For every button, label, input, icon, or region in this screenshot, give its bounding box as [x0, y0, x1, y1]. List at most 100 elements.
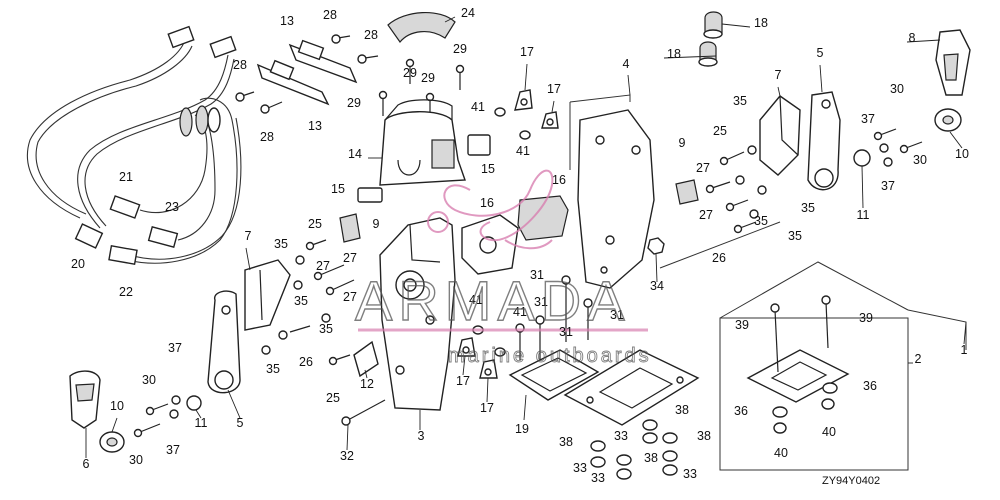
part-callout-36: 36 [734, 404, 748, 418]
part-callout-23: 23 [165, 200, 179, 214]
bushing-10-right [934, 108, 962, 132]
part-callout-21: 21 [119, 170, 133, 184]
part-callout-35: 35 [801, 201, 815, 215]
washer-11-right [853, 149, 871, 167]
part-callout-28: 28 [364, 28, 378, 42]
screws-30-right [873, 128, 923, 154]
wire-harness [26, 25, 242, 265]
part-callout-13: 13 [308, 119, 322, 133]
part-callout-39: 39 [859, 311, 873, 325]
part-callout-38: 38 [675, 403, 689, 417]
part-callout-38: 38 [697, 429, 711, 443]
part-callout-18: 18 [667, 47, 681, 61]
clip-15 [357, 134, 491, 203]
arm-5-left [207, 290, 241, 394]
part-callout-31: 31 [534, 295, 548, 309]
part-callout-18: 18 [754, 16, 768, 30]
part-9-right [675, 179, 699, 205]
part-callout-19: 19 [515, 422, 529, 436]
nuts-38-33 [590, 419, 678, 480]
part-callout-38: 38 [559, 435, 573, 449]
diagram-code: ZY94Y0402 [822, 475, 880, 487]
part-callout-16: 16 [480, 196, 494, 210]
panel-4 [569, 74, 655, 289]
part-callout-9: 9 [679, 136, 686, 150]
fasteners-left-cluster [261, 239, 355, 366]
arm-5-right [807, 91, 841, 191]
part-callout-27: 27 [696, 161, 710, 175]
part-callout-20: 20 [71, 257, 85, 271]
part-callout-8: 8 [909, 31, 916, 45]
part-callout-30: 30 [142, 373, 156, 387]
part-callout-41: 41 [469, 293, 483, 307]
cover-24 [387, 11, 456, 43]
part-callout-17: 17 [547, 82, 561, 96]
control-box-3 [379, 217, 456, 430]
bolt-32 [341, 399, 386, 426]
part-callout-12: 12 [360, 377, 374, 391]
part-callout-40: 40 [774, 446, 788, 460]
part-callout-15: 15 [481, 162, 495, 176]
screws-30-left [133, 403, 169, 438]
part-callout-1: 1 [961, 343, 968, 357]
part-callout-27: 27 [343, 290, 357, 304]
part-callout-32: 32 [340, 449, 354, 463]
part-callout-24: 24 [461, 6, 475, 20]
part-callout-28: 28 [323, 8, 337, 22]
part-callout-17: 17 [520, 45, 534, 59]
part-callout-2: 2 [915, 352, 922, 366]
part-callout-27: 27 [343, 251, 357, 265]
grip-6 [69, 370, 101, 429]
plate-12 [353, 340, 379, 378]
part-callout-41: 41 [513, 305, 527, 319]
part-callout-40: 40 [822, 425, 836, 439]
part-callout-35: 35 [294, 294, 308, 308]
housing-14 [368, 99, 466, 186]
part-callout-25: 25 [308, 217, 322, 231]
part-callout-29: 29 [453, 42, 467, 56]
part-callout-33: 33 [683, 467, 697, 481]
part-callout-25: 25 [326, 391, 340, 405]
part-callout-4: 4 [623, 57, 630, 71]
part-callout-33: 33 [573, 461, 587, 475]
part-callout-31: 31 [530, 268, 544, 282]
part-callout-33: 33 [614, 429, 628, 443]
part-callout-33: 33 [591, 471, 605, 485]
part-callout-27: 27 [699, 208, 713, 222]
part-callout-34: 34 [650, 279, 664, 293]
mount-plate [563, 349, 700, 426]
part-callout-37: 37 [166, 443, 180, 457]
part-callout-14: 14 [348, 147, 362, 161]
part-callout-35: 35 [754, 214, 768, 228]
part-callout-37: 37 [881, 179, 895, 193]
part-callout-38: 38 [644, 451, 658, 465]
part-callout-35: 35 [733, 94, 747, 108]
part-callout-26: 26 [299, 355, 313, 369]
part-callout-35: 35 [266, 362, 280, 376]
watermark-logo [358, 169, 648, 332]
part-callout-17: 17 [480, 401, 494, 415]
part-callout-30: 30 [890, 82, 904, 96]
part-callout-35: 35 [274, 237, 288, 251]
bushing-10-left [99, 431, 125, 453]
lever-7-right [759, 95, 801, 176]
part-callout-16: 16 [552, 173, 566, 187]
part-callout-41: 41 [471, 100, 485, 114]
washer-11-left [186, 395, 202, 411]
grip-8 [935, 29, 971, 96]
screws-29 [378, 58, 465, 116]
part-callout-28: 28 [233, 58, 247, 72]
washers-37-left [169, 395, 181, 419]
part-9-left [339, 213, 361, 243]
part-callout-15: 15 [331, 182, 345, 196]
washers-37-right [879, 143, 893, 167]
part-callout-11: 11 [857, 208, 870, 222]
bracket-13-upper [288, 34, 379, 84]
switch-16 [461, 195, 569, 275]
part-callout-6: 6 [83, 457, 90, 471]
part-callout-25: 25 [713, 124, 727, 138]
part-callout-31: 31 [559, 325, 573, 339]
part-callout-26: 26 [712, 251, 726, 265]
